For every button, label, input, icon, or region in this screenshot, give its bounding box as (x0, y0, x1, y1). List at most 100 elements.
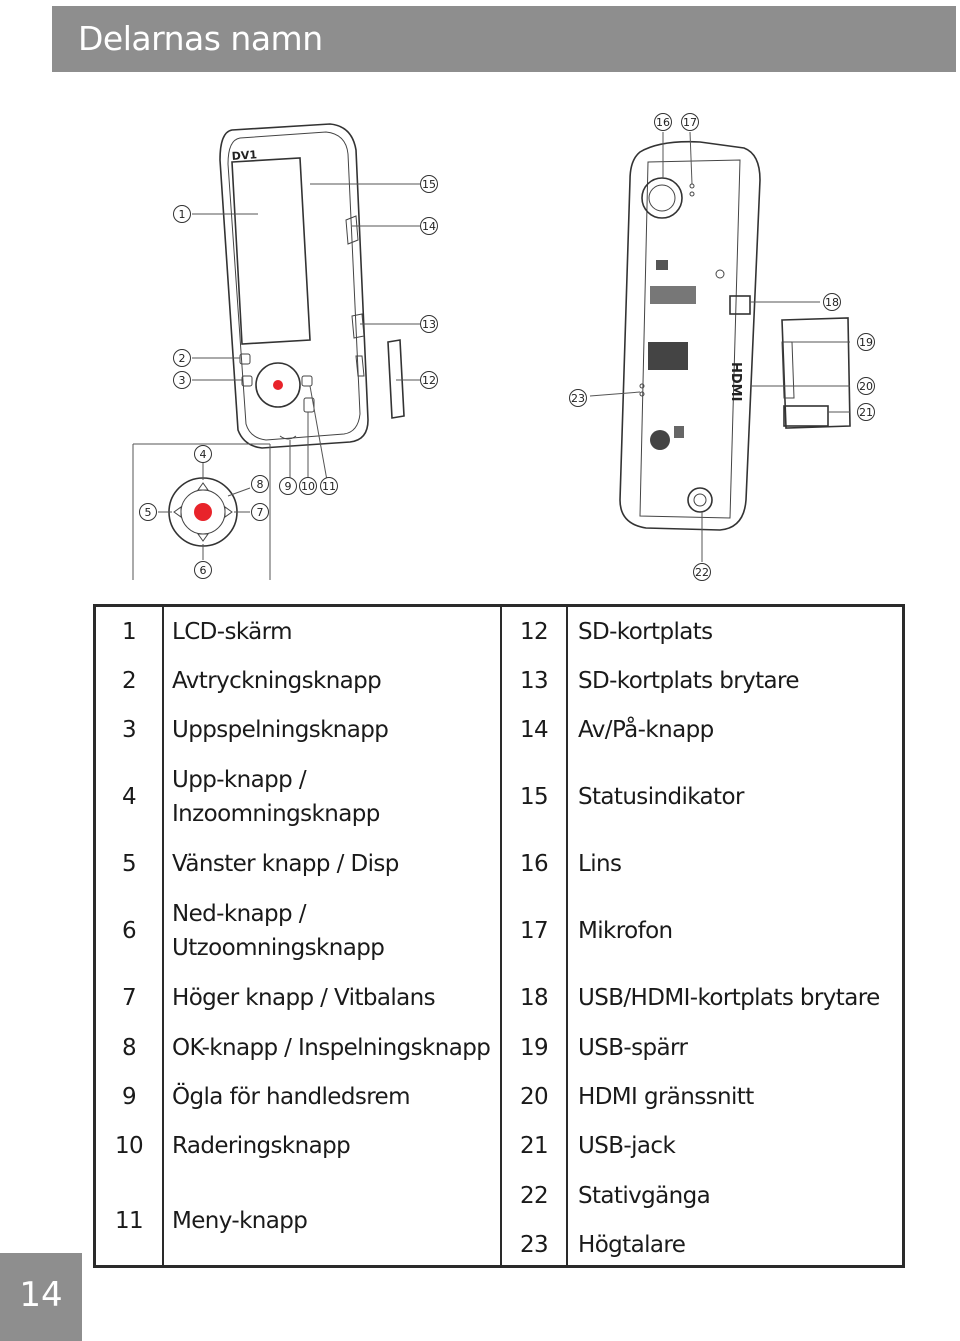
part-label: USB-spärr (578, 1035, 688, 1061)
callout-16: 16 (654, 113, 672, 131)
part-number: 3 (121, 717, 137, 743)
part-number: 4 (121, 784, 137, 810)
svg-text:22: 22 (695, 566, 709, 579)
callout-12: 12 (420, 371, 438, 389)
part-label: Statusindikator (578, 784, 744, 810)
part-label: Mikrofon (578, 918, 673, 944)
svg-text:7: 7 (257, 506, 264, 519)
part-label: OK-knapp / Inspelningsknapp (172, 1035, 491, 1061)
part-label: Uppspelningsknapp (172, 717, 389, 743)
part-number: 23 (519, 1232, 549, 1258)
camera-back-view: HDMI (619, 140, 851, 531)
svg-text:16: 16 (656, 116, 670, 129)
ok-record-button-zoomed (194, 503, 212, 521)
table-divider (162, 607, 164, 1265)
part-number: 18 (519, 985, 549, 1011)
part-label: Meny-knapp (172, 1208, 308, 1234)
callout-6: 6 (194, 561, 212, 579)
camera-diagram: DV1 (132, 113, 875, 581)
leader-lines-back (589, 131, 850, 562)
part-label: USB-jack (578, 1133, 676, 1159)
part-number: 17 (519, 918, 549, 944)
callout-14: 14 (420, 217, 438, 235)
callouts: 1 2 3 4 5 6 7 8 9 10 11 12 13 14 15 16 1… (139, 113, 875, 581)
part-label: SD-kortplats (578, 619, 713, 645)
part-label: Utzoomningsknapp (172, 935, 385, 961)
svg-text:19: 19 (859, 336, 873, 349)
table-divider (566, 607, 568, 1265)
part-label: Av/På-knapp (578, 717, 714, 743)
part-number: 11 (114, 1208, 144, 1234)
part-label: SD-kortplats brytare (578, 668, 800, 694)
svg-text:5: 5 (145, 506, 152, 519)
svg-text:3: 3 (179, 374, 186, 387)
part-number: 6 (121, 918, 137, 944)
callout-11: 11 (320, 477, 338, 495)
part-label: Ögla för handledsrem (172, 1084, 411, 1110)
callout-13: 13 (420, 315, 438, 333)
svg-text:10: 10 (301, 480, 315, 493)
callout-20: 20 (857, 377, 875, 395)
callout-17: 17 (681, 113, 699, 131)
page-number-tab: 14 (0, 1253, 82, 1341)
svg-text:18: 18 (825, 296, 839, 309)
svg-text:4: 4 (200, 448, 207, 461)
part-number: 13 (519, 668, 549, 694)
svg-text:2: 2 (179, 352, 186, 365)
callout-19: 19 (857, 333, 875, 351)
callout-7: 7 (251, 503, 269, 521)
part-label: Inzoomningsknapp (172, 801, 380, 827)
callout-10: 10 (299, 477, 317, 495)
part-label: Högtalare (578, 1232, 686, 1258)
callout-23: 23 (569, 389, 587, 407)
callout-15: 15 (420, 175, 438, 193)
svg-text:HDMI: HDMI (728, 362, 743, 401)
part-number: 16 (519, 851, 549, 877)
svg-text:1: 1 (179, 208, 186, 221)
part-label: HDMI gränssnitt (578, 1084, 754, 1110)
part-number: 2 (121, 668, 137, 694)
dpad-inset (132, 443, 271, 580)
callout-2: 2 (173, 349, 191, 367)
part-number: 1 (121, 619, 137, 645)
svg-text:11: 11 (322, 480, 336, 493)
svg-text:23: 23 (571, 392, 585, 405)
part-number: 12 (519, 619, 549, 645)
callout-8: 8 (251, 475, 269, 493)
part-number: 10 (114, 1133, 144, 1159)
callout-22: 22 (693, 563, 711, 581)
part-label: LCD-skärm (172, 619, 293, 645)
part-label: Upp-knapp / (172, 767, 307, 793)
part-label: Avtryckningsknapp (172, 668, 382, 694)
svg-text:6: 6 (200, 564, 207, 577)
part-number: 14 (519, 717, 549, 743)
table-divider (500, 607, 502, 1265)
page-number: 14 (19, 1275, 63, 1315)
svg-text:13: 13 (422, 318, 436, 331)
part-label: Lins (578, 851, 622, 877)
record-button-dot (273, 380, 283, 390)
svg-text:20: 20 (859, 380, 873, 393)
callout-21: 21 (857, 403, 875, 421)
svg-text:15: 15 (422, 178, 436, 191)
part-label: Höger knapp / Vitbalans (172, 985, 436, 1011)
svg-text:8: 8 (257, 478, 264, 491)
svg-text:14: 14 (422, 220, 436, 233)
part-label: Raderingsknapp (172, 1133, 351, 1159)
svg-text:17: 17 (683, 116, 697, 129)
header-bar: Delarnas namn (52, 6, 956, 72)
part-number: 8 (121, 1035, 137, 1061)
part-number: 20 (519, 1084, 549, 1110)
part-number: 7 (121, 985, 137, 1011)
callout-5: 5 (139, 503, 157, 521)
part-number: 21 (519, 1133, 549, 1159)
part-label: Stativgänga (578, 1183, 711, 1209)
svg-text:9: 9 (285, 480, 292, 493)
part-label: Vänster knapp / Disp (172, 851, 399, 877)
callout-4: 4 (194, 445, 212, 463)
svg-text:12: 12 (422, 374, 436, 387)
callout-3: 3 (173, 371, 191, 389)
part-label: USB/HDMI-kortplats brytare (578, 985, 880, 1011)
part-number: 5 (121, 851, 137, 877)
callout-9: 9 (279, 477, 297, 495)
